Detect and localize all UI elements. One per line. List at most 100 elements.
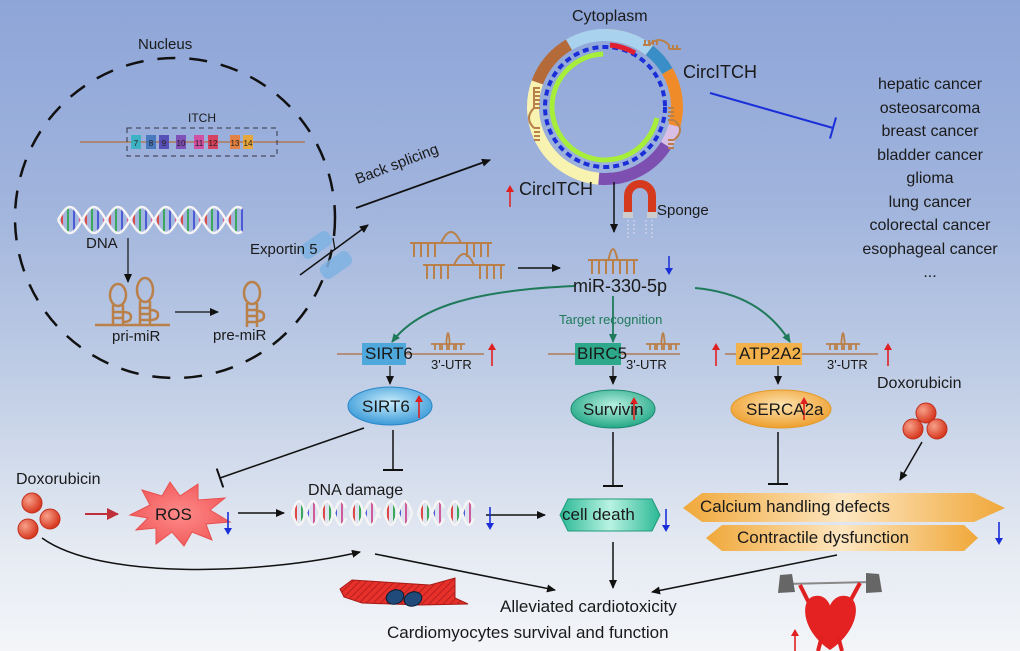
svg-text:13: 13 (231, 139, 240, 148)
sirt6-protein-shape (347, 386, 433, 426)
cell-death-shape (559, 498, 661, 532)
cancer-item: hepatic cancer (877, 76, 983, 93)
exon-11: 11 (194, 135, 204, 149)
ring-segment-14 (645, 45, 673, 75)
circitch-ring-label: CircITCH (683, 62, 757, 82)
outcome-survival-label: Cardiomyocytes survival and function (387, 623, 669, 642)
upregulated-arrow-icon (630, 397, 638, 420)
contractile-band-shape (706, 525, 978, 551)
svg-text:14: 14 (244, 139, 253, 148)
svg-text:9: 9 (162, 139, 167, 148)
cancer-item: ... (923, 264, 937, 281)
dna-label: DNA (86, 235, 118, 252)
target-arrow-atp2a2 (694, 287, 791, 343)
utr-mirna-icons (431, 332, 860, 350)
cancer-item: esophageal cancer (862, 240, 998, 258)
pri-mir-hairpin-icon (95, 276, 170, 327)
doxorubicin-left-label: Doxorubicin (16, 471, 101, 488)
birc5-mrna (548, 343, 680, 365)
atp2a2-mrna (725, 343, 878, 365)
calcium-defects-label: Calcium handling defects (700, 497, 890, 516)
mirna-duplex-icons (410, 231, 638, 279)
exon-8: 8 (146, 135, 156, 149)
serca2a-protein-label: SERCA2a (746, 400, 824, 419)
contractile-dysfunction-label: Contractile dysfunction (737, 528, 909, 547)
calcium-band-shape (683, 493, 1005, 522)
cancer-item: osteosarcoma (879, 99, 981, 117)
upregulated-arrow-icon (884, 343, 892, 366)
downregulated-arrow-icon (995, 522, 1003, 545)
pre-mir-hairpin-icon (242, 280, 266, 327)
upregulated-arrow-icon (712, 343, 720, 366)
cardiomyocyte-icon (339, 577, 469, 607)
arrow-contractile-to-outcome (651, 554, 838, 595)
sirt6-mrna (337, 343, 484, 365)
downregulated-arrow-icon (662, 509, 670, 532)
ring-segment-9 (660, 123, 681, 149)
ring-segment-12 (531, 39, 573, 85)
nucleus-membrane (13, 56, 337, 380)
arrow-exportin (299, 224, 369, 276)
cancer-list: hepatic cancer osteosarcoma breast cancer b… (830, 73, 1020, 285)
cancer-item: breast cancer (881, 123, 979, 140)
atp2a2-utr-label: 3'-UTR (827, 357, 868, 372)
strong-heart-icon (778, 573, 882, 651)
inhibit-sirt6-ros (215, 427, 365, 488)
survivin-protein-label: Survivin (583, 400, 644, 419)
exportin-pointer (332, 237, 336, 251)
cell-death-label: cell death (562, 505, 635, 524)
pre-mir-label: pre-miR (213, 327, 267, 344)
downregulated-arrow-icon (224, 512, 232, 535)
ring-segment-10 (598, 141, 672, 185)
exon-7: 7 (131, 135, 141, 149)
mirna-label: miR-330-5p (573, 276, 668, 296)
sirt6-protein-label: SIRT6 (362, 397, 410, 416)
outcome-cardiotoxicity-label: Alleviated cardiotoxicity (500, 597, 677, 616)
dna-damage-label: DNA damage (308, 482, 404, 499)
serca2a-protein-shape (730, 389, 832, 429)
svg-text:8: 8 (149, 139, 154, 148)
sirt6-gene-label: SIRT6 (365, 344, 413, 363)
target-recognition-label: Target recognition (559, 312, 663, 327)
down-arrow-icon (665, 256, 673, 275)
circitch-up-label: CircITCH (519, 179, 593, 199)
itch-gene-label: ITCH (188, 111, 216, 125)
upregulated-arrow-icon (415, 395, 423, 418)
inhibit-cancers-line (709, 92, 837, 139)
exportin-5-label: Exportin 5 (250, 241, 318, 258)
atp2a2-gene-label: ATP2A2 (739, 344, 802, 363)
exon-13: 13 (230, 135, 240, 149)
up-arrow-icon (506, 185, 514, 207)
magnet-sponge-icon (623, 180, 657, 240)
birc5-gene-label: BIRC5 (577, 344, 628, 363)
pri-mir-label: pri-miR (112, 328, 161, 345)
cytoplasm-label: Cytoplasm (572, 8, 648, 25)
ring-segment-13 (566, 29, 654, 56)
cancer-item: lung cancer (888, 193, 972, 211)
cancer-item: bladder cancer (877, 146, 983, 164)
ring-mirna-icons (528, 39, 681, 149)
ring-segment-8 (662, 68, 683, 128)
arrow-dox-right-to-calcium (899, 441, 923, 481)
doxorubicin-left-icon (17, 492, 61, 540)
ros-burst-icon (128, 481, 232, 547)
exon-9: 9 (159, 135, 169, 149)
svg-text:10: 10 (177, 139, 186, 148)
doxorubicin-right-icon (902, 402, 948, 440)
svg-text:12: 12 (209, 139, 218, 148)
upregulated-arrow-icon (488, 343, 496, 366)
target-arrow-sirt6 (391, 285, 576, 343)
sirt6-utr-label: 3'-UTR (431, 357, 472, 372)
ros-label: ROS (155, 505, 192, 524)
broken-dna-icon (290, 500, 476, 526)
downregulated-arrow-icon (486, 507, 494, 530)
cancer-item: glioma (906, 170, 954, 187)
upregulated-arrow-icon (800, 397, 808, 420)
exportin-5-channel-icon (299, 231, 353, 279)
doxorubicin-right-label: Doxorubicin (877, 375, 962, 392)
exon-12: 12 (208, 135, 218, 149)
arrow-dox-to-dnadamage (41, 537, 361, 571)
